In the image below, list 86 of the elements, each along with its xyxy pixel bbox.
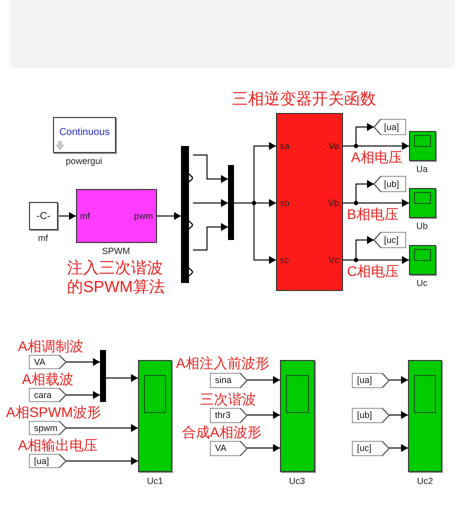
signal-line [246,411,280,419]
tag-label: [uc] [384,234,399,247]
block-name: Uc [416,278,428,289]
from-tag [210,408,247,423]
constant-block [29,202,58,230]
annotation-text: A相调制波 [18,338,84,355]
powergui-block [53,117,116,153]
tag-label: thr3 [215,409,231,422]
signal-line [106,374,138,382]
signal-line [66,391,100,399]
signal-line [156,212,182,220]
scope-block [408,360,442,472]
from-tag [29,454,66,468]
block-name: Uc1 [146,476,164,487]
mux-bar [100,350,106,402]
annotation-text: A相SPWM波形 [6,404,102,421]
block-name: powergui [64,156,104,167]
block-name: SPWM [101,246,131,257]
signal-line [192,199,228,207]
annotation-text: A相载波 [22,371,74,388]
signal-line [246,444,280,452]
port-label: sc [280,255,289,266]
block-name: Ua [415,164,429,175]
annotation-text: 三相逆变器开关函数 [232,90,377,110]
block-label: Continuous [58,127,111,139]
from-tag [352,441,389,456]
block-name: Ub [415,221,429,232]
tag-label: sina [215,374,232,387]
scope-block [280,360,315,472]
from-tag [29,421,66,435]
tag-label: [ub] [357,409,372,422]
port-label: sb [280,198,290,209]
port-label: Vb [328,198,339,209]
scope-block [409,188,436,218]
block-name: Uc3 [288,476,306,487]
demux-bar [181,146,193,283]
signal-line [246,376,280,384]
goto-tag [374,232,406,248]
from-tag [352,373,389,388]
block-label: -C- [36,210,52,224]
tag-label: [ub] [384,178,400,191]
mux-bar [228,165,234,240]
annotation-text: B相电压 [347,206,400,223]
annotation-text: 注入三次谐波的SPWM算法 [67,259,166,298]
tag-label: spwm [34,422,58,435]
goto-tag [374,176,406,192]
tag-label: VA [34,356,46,368]
signal-line [192,154,228,183]
tag-label: [uc] [357,442,372,455]
signal-line [66,457,138,465]
annotation-text: 合成A相波形 [182,424,262,441]
block-name: mf [37,233,49,244]
port-label: sa [280,141,290,152]
scope-block [138,360,172,472]
signal-line [66,424,138,432]
scope-block [409,245,436,275]
tag-label: [ua] [384,120,400,134]
tag-label: [ua] [34,454,50,468]
annotation-text: A相电压 [351,149,404,166]
signal-line [388,444,408,452]
subsystem-block [76,189,157,243]
signal-line [388,411,408,419]
annotation-text: A相注入前波形 [176,355,270,372]
port-label: Va [328,141,339,152]
scope-block [409,131,436,161]
tag-label: [ua] [357,374,372,387]
annotation-text: 三次谐波 [200,391,257,408]
port-label: mf [80,211,90,222]
annotation-text: A相输出电压 [18,437,98,454]
port-label: pwm [134,211,153,222]
port-label: Vc [328,255,339,266]
goto-tag [374,119,406,135]
signal-line [58,212,76,220]
annotation-text: C相电压 [347,263,400,280]
subsystem-block [276,113,343,291]
signal-line [388,376,408,384]
from-tag [210,373,247,388]
from-tag [29,355,66,369]
from-tag [352,408,389,423]
signal-line [66,358,100,366]
from-tag [210,441,247,456]
block-name: Uc2 [416,476,434,487]
tag-label: VA [215,442,226,455]
from-tag [29,388,66,402]
signal-line [192,223,228,250]
tag-label: cara [34,388,52,402]
